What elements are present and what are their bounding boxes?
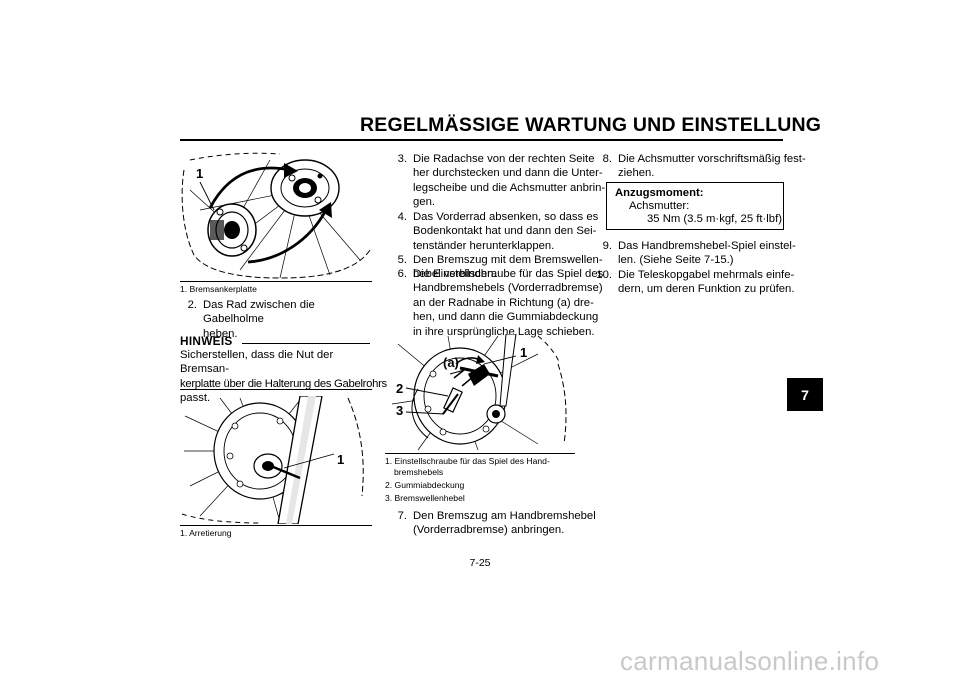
note-heading: HINWEIS	[180, 334, 370, 350]
note-line: passt.	[180, 392, 211, 405]
chapter-tab: 7	[787, 378, 823, 411]
step-number: 4.	[397, 211, 407, 223]
step-line: Den Bremszug am Handbremshebel	[413, 510, 596, 522]
torque-value: 35 Nm (3.5 m·kgf, 25 ft·lbf)	[647, 213, 782, 225]
step-line: ziehen.	[618, 167, 655, 180]
torque-box: Anzugsmoment: Achsmutter: 35 Nm (3.5 m·k…	[606, 182, 784, 230]
hub-locator-illustration	[181, 396, 364, 524]
torque-item: Achsmutter:	[629, 200, 690, 212]
step-line: dern, um deren Funktion zu prüfen.	[618, 283, 795, 296]
caption-line: 3. Bremswellenhebel	[385, 493, 465, 503]
page-title: REGELMÄSSIGE WARTUNG UND EINSTELLUNG	[360, 114, 822, 136]
step-line: in ihre ursprüngliche Lage schieben.	[413, 325, 595, 338]
note-line: Sicherstellen, dass die Nut der Bremsan-	[180, 349, 334, 376]
step-line: Handbremshebels (Vorderradbremse)	[413, 282, 603, 295]
note-end-rule	[180, 389, 372, 390]
caption-rule	[385, 453, 575, 454]
caption-line: bremshebels	[394, 467, 444, 477]
torque-heading: Anzugsmoment:	[615, 187, 704, 199]
step-line: hen, und dann die Gummiabdeckung	[413, 311, 599, 324]
figure-caption: 1. Einstellschraube für das Spiel des Ha…	[385, 456, 575, 504]
note-rule	[242, 343, 370, 344]
title-rule	[180, 139, 783, 141]
list-item: 8. Die Achsmutter vorschriftsmäßig fest-…	[590, 152, 806, 182]
step-line: legscheibe und die Achsmutter anbrin-	[413, 181, 606, 194]
step-number: 7.	[397, 510, 407, 522]
step-line: len. (Siehe Seite 7-15.)	[618, 254, 734, 267]
caption-line: 1. Einstellschraube für das Spiel des Ha…	[385, 456, 550, 466]
list-item: 5. Den Bremszug mit dem Bremswellen-hebe…	[385, 253, 603, 283]
step-line: an der Radnabe in Richtung (a) dre-	[413, 296, 594, 309]
note-line: kerplatte über die Halterung des Gabelro…	[180, 377, 387, 390]
caption-rule	[180, 525, 372, 526]
caption-rule	[180, 281, 372, 282]
step-line: her durchstecken und dann die Unter-	[413, 167, 603, 180]
callout-3: 3	[396, 403, 404, 418]
step-line: (Vorderradbremse) anbringen.	[413, 524, 565, 537]
step-number: 5.	[397, 254, 407, 266]
list-item: 7. Den Bremszug am Handbremshebel (Vorder…	[385, 509, 596, 539]
callout-2: 2	[396, 381, 404, 396]
note-text: Sicherstellen, dass die Nut der Bremsan-…	[180, 348, 387, 406]
step-number: 9.	[602, 240, 612, 252]
step-line: Das Vorderrad absenken, so dass es	[413, 211, 599, 223]
step-number: 6.	[397, 268, 407, 280]
step-line: Bodenkontakt hat und dann den Sei-	[413, 225, 597, 238]
callout-1: 1	[196, 166, 204, 181]
step-number: 10.	[596, 269, 612, 281]
step-number: 2.	[187, 299, 197, 311]
note-label: HINWEIS	[180, 334, 233, 348]
list-item: 6. Die Einstellschraube für das Spiel de…	[385, 267, 604, 339]
step-line: Den Bremszug mit dem Bremswellen-	[413, 254, 603, 266]
step-line: hebel verbinden.	[413, 268, 497, 281]
step-line: gen.	[413, 196, 435, 209]
callout-a: (a)	[443, 355, 459, 370]
callout-1: 1	[337, 452, 345, 467]
step-line: Die Radachse von der rechten Seite	[413, 153, 595, 165]
list-item: 9. Das Handbremshebel-Spiel einstel-len.…	[590, 239, 796, 269]
callout-1: 1	[520, 345, 528, 360]
brake-adjuster-illustration	[391, 334, 567, 451]
page-number: 7-25	[469, 557, 491, 569]
step-line: Die Achsmutter vorschriftsmäßig fest-	[618, 153, 806, 165]
step-number: 8.	[602, 153, 612, 165]
figure-caption: 1. Arretierung	[180, 528, 232, 538]
step-line: heben.	[203, 327, 238, 340]
watermark: carmanualsonline.info	[620, 646, 880, 676]
list-item: 4. Das Vorderrad absenken, so dass es Bod…	[385, 210, 599, 254]
caption-line: 2. Gummiabdeckung	[385, 480, 465, 490]
step-line: Die Teleskopgabel mehrmals einfe-	[618, 269, 795, 281]
list-item: 10. Die Teleskopgabel mehrmals einfe-der…	[590, 268, 794, 298]
brake-panel-illustration	[181, 152, 371, 279]
step-number: 3.	[397, 153, 407, 165]
step-line: Das Handbremshebel-Spiel einstel-	[618, 240, 796, 252]
step-line: tenständer herunterklappen.	[413, 239, 555, 252]
step-line: Das Rad zwischen die Gabelholme	[203, 299, 315, 326]
figure-caption: 1. Bremsankerplatte	[180, 284, 257, 294]
list-item: 3. Die Radachse von der rechten Seite her…	[385, 152, 606, 210]
step-line: Die Einstellschraube für das Spiel des	[413, 268, 604, 280]
